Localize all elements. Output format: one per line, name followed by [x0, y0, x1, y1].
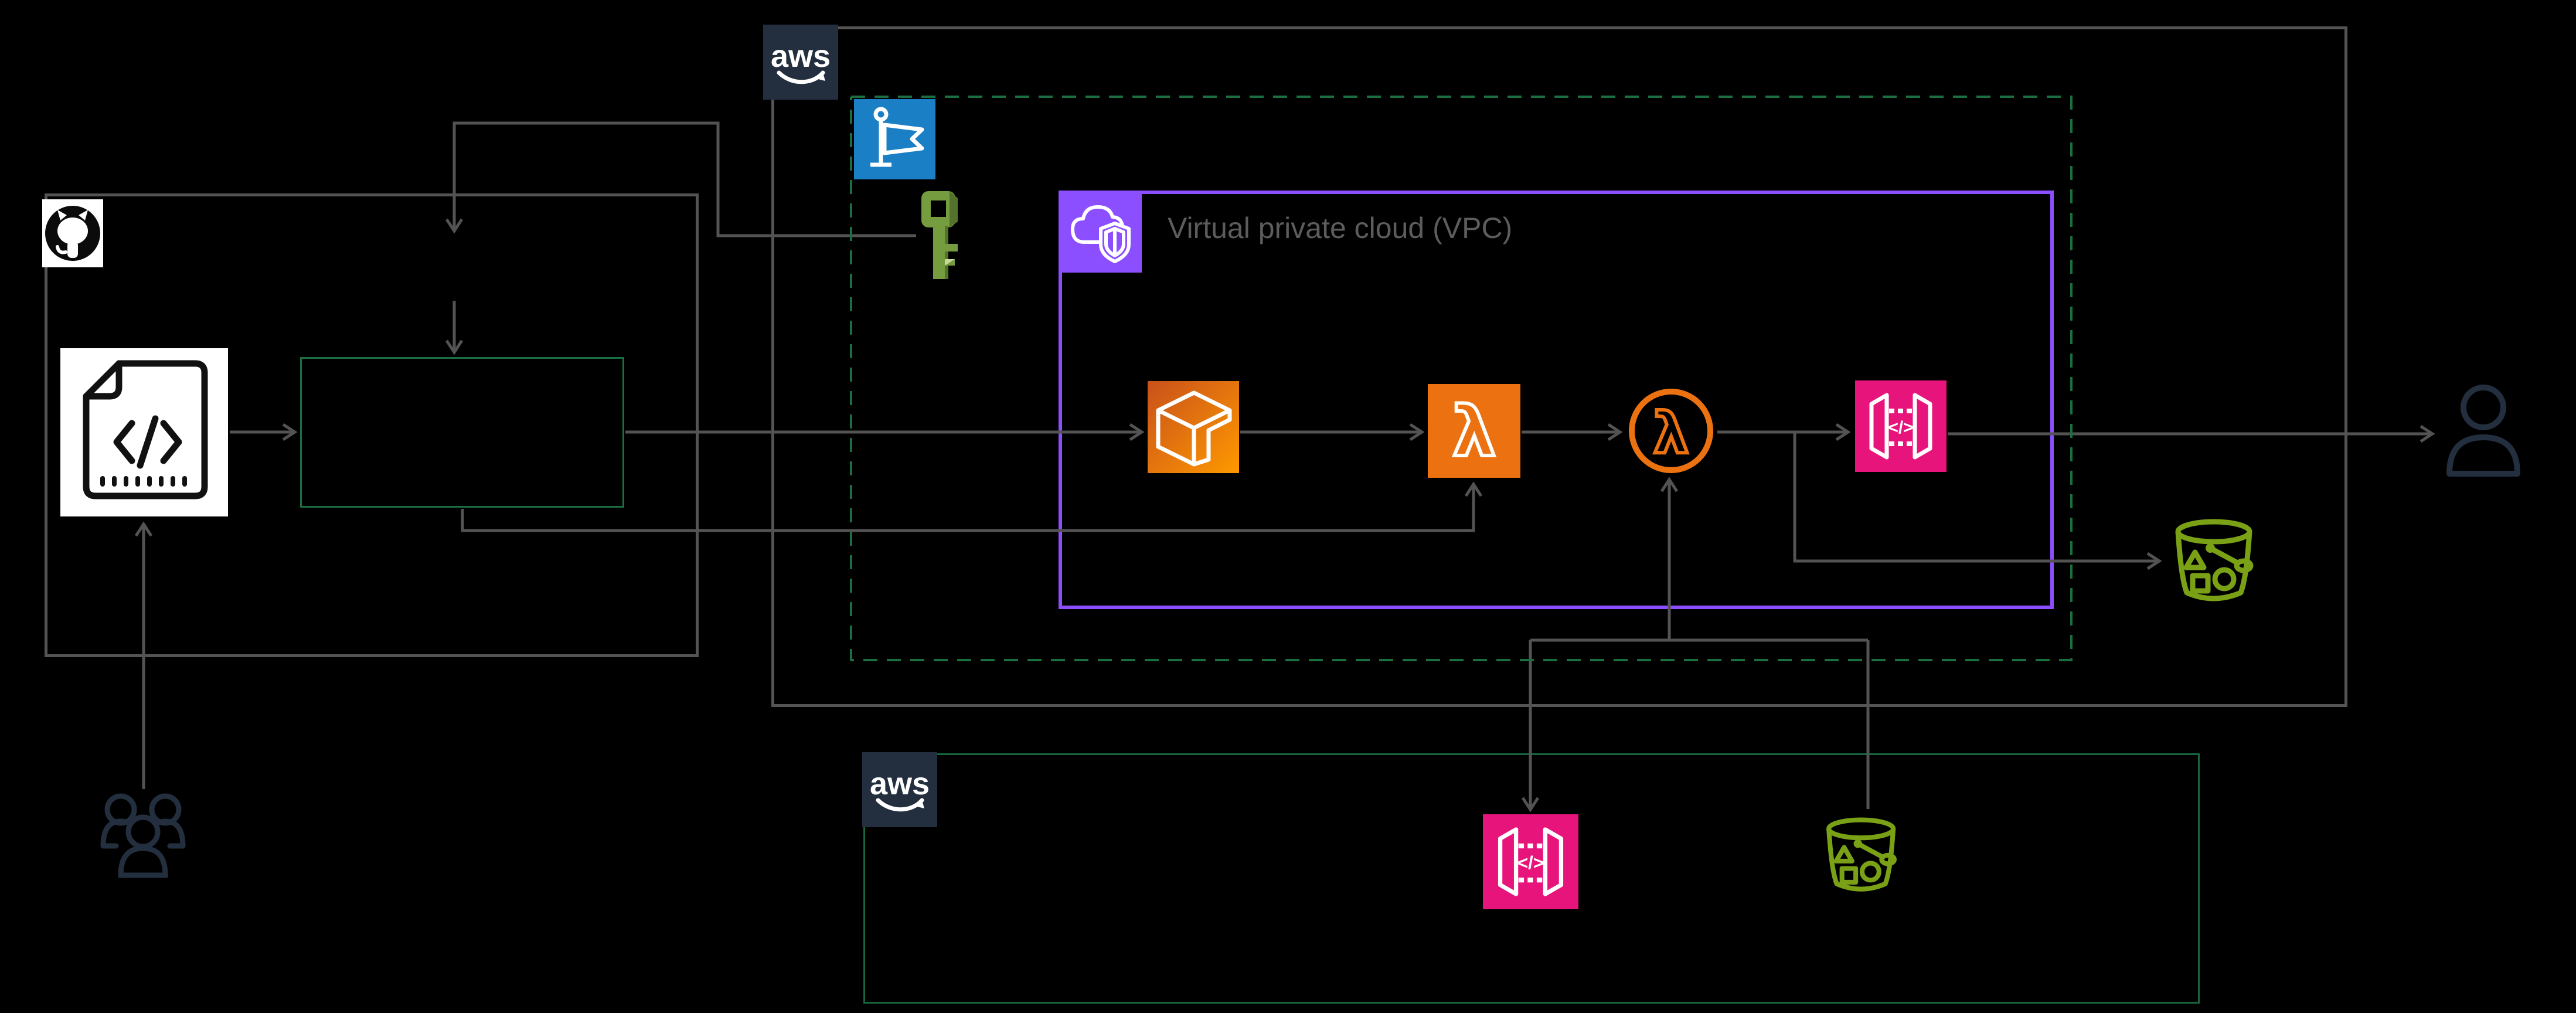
github-icon [42, 199, 103, 267]
api-gateway-deploy-icon: </> [1483, 814, 1578, 909]
aws-cloud-box [771, 26, 2347, 707]
api-gateway-icon: </> [1855, 380, 1947, 472]
source-code-file-icon [60, 348, 228, 516]
github-box [45, 193, 699, 657]
s3-bucket-deploy-icon [1819, 810, 1905, 900]
flag-icon [854, 99, 935, 179]
vpc-label: Virtual private cloud (VPC) [1168, 212, 1513, 244]
aws-logo-icon: aws [763, 25, 838, 100]
lambda-service-icon: λ [1428, 384, 1520, 478]
user-icon [2441, 381, 2526, 478]
code-glyph: </> [1517, 852, 1544, 873]
aws-logo-deploy-icon: aws [862, 752, 937, 827]
code-glyph: </> [1888, 418, 1913, 437]
aws-logo-text: aws [870, 766, 930, 801]
vpc-icon [1059, 191, 1142, 273]
open-cube-icon [1148, 381, 1239, 473]
lambda-glyph: λ [1452, 391, 1496, 472]
access-key-icon [913, 188, 969, 283]
pipeline-box [300, 357, 624, 508]
users-icon [98, 788, 188, 879]
s3-bucket-icon [2167, 516, 2262, 606]
lambda-function-icon: λ [1627, 387, 1715, 475]
aws-logo-text: aws [771, 39, 831, 74]
lambda-glyph: λ [1653, 400, 1689, 466]
